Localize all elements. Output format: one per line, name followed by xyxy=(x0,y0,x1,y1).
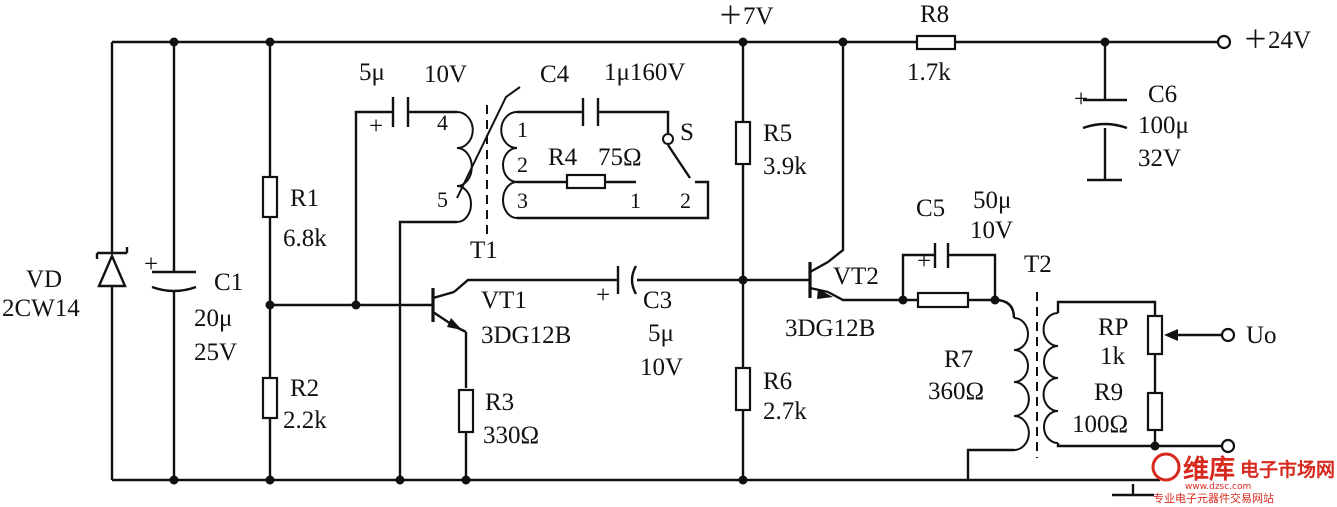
t1-name: T1 xyxy=(470,237,498,264)
c4-value: 1μ160V xyxy=(604,59,685,86)
resistor-r4 xyxy=(565,173,607,190)
t1-pin-5: 5 xyxy=(437,187,448,212)
resistor-r5 xyxy=(734,120,752,166)
r8-value: 1.7k xyxy=(907,59,951,86)
capacitor-c1 xyxy=(151,270,197,293)
vt1-name: VT1 xyxy=(481,287,527,314)
terminal-24v xyxy=(1216,34,1232,50)
supply-7v-label: ＋7V xyxy=(718,3,774,30)
t1-pin-4: 4 xyxy=(437,110,448,135)
watermark-site-text: 电子市场网 xyxy=(1240,458,1335,481)
r9-value: 100Ω xyxy=(1072,411,1128,438)
t1-pin-sec-1: 1 xyxy=(517,117,528,142)
vt2-part: 3DG12B xyxy=(785,315,875,342)
r4-value: 75Ω xyxy=(598,144,642,171)
zener-diode-vd xyxy=(95,247,129,288)
switch-s xyxy=(662,133,674,145)
capacitor-c2 xyxy=(391,97,410,127)
capacitor-c4 xyxy=(581,98,600,126)
r3-name: R3 xyxy=(485,389,514,416)
r6-value: 2.7k xyxy=(763,398,807,425)
transistor-vt2 xyxy=(808,260,833,299)
r7-value: 360Ω xyxy=(928,378,984,405)
resistor-r8 xyxy=(915,34,957,51)
wires xyxy=(110,40,1222,497)
resistor-r9 xyxy=(1146,391,1164,432)
c3-volt: 10V xyxy=(640,354,683,381)
c2-plus: + xyxy=(369,113,383,140)
switch-pin-2: 2 xyxy=(680,188,691,213)
terminal-uo xyxy=(1220,327,1236,343)
c2-volt: 10V xyxy=(424,61,467,88)
transformer-t2 xyxy=(1013,292,1059,458)
resistor-r2 xyxy=(261,376,279,420)
output-uo-label: Uo xyxy=(1246,322,1277,349)
watermark-emblem-icon xyxy=(1151,452,1181,482)
transistor-vt1 xyxy=(431,288,467,334)
t2-name: T2 xyxy=(1024,251,1052,278)
vt1-part: 3DG12B xyxy=(481,322,571,349)
c2-cap: 5μ xyxy=(359,59,385,86)
c1-plus: + xyxy=(144,251,158,278)
switch-s-label: S xyxy=(680,119,694,146)
junction-dots xyxy=(169,37,1160,485)
r1-name: R1 xyxy=(290,185,319,212)
terminal-ground-out xyxy=(1220,438,1236,454)
c6-cap: 100μ xyxy=(1138,112,1189,139)
c5-plus: + xyxy=(917,248,931,275)
r9-name: R9 xyxy=(1094,379,1123,406)
c6-volt: 32V xyxy=(1138,145,1181,172)
r2-name: R2 xyxy=(290,375,319,402)
resistor-r1 xyxy=(261,175,279,219)
vt2-name: VT2 xyxy=(833,263,879,290)
capacitor-c5 xyxy=(933,243,950,268)
r2-value: 2.2k xyxy=(283,407,327,434)
supply-24v-label: ＋24V xyxy=(1243,27,1311,54)
c1-volt: 25V xyxy=(194,339,237,366)
c1-cap: 20μ xyxy=(194,305,232,332)
t1-pin-sec-3: 3 xyxy=(517,188,528,213)
r3-value: 330Ω xyxy=(483,422,539,449)
watermark-logo-text: 维库 xyxy=(1183,454,1235,485)
c6-name: C6 xyxy=(1148,81,1177,108)
watermark-logo: 维库 电子市场网 www.dzsc.com 专业电子元器件交易网站 xyxy=(1151,452,1335,505)
r1-value: 6.8k xyxy=(283,225,327,252)
transformer-t1 xyxy=(456,86,521,235)
c4-name: C4 xyxy=(540,61,570,88)
rp-name: RP xyxy=(1098,314,1129,341)
c3-name: C3 xyxy=(643,287,672,314)
resistor-r3 xyxy=(457,388,475,434)
rp-value: 1k xyxy=(1100,343,1126,370)
watermark-tagline: 专业电子元器件交易网站 xyxy=(1153,491,1274,505)
r8-name: R8 xyxy=(920,1,949,28)
c1-name: C1 xyxy=(214,269,243,296)
vd-name: VD xyxy=(26,266,62,293)
r5-name: R5 xyxy=(763,120,792,147)
r4-name: R4 xyxy=(548,144,578,171)
vd-part: 2CW14 xyxy=(2,295,80,322)
r5-value: 3.9k xyxy=(763,153,807,180)
t1-pin-sec-2: 2 xyxy=(517,152,528,177)
resistor-r6 xyxy=(734,366,752,412)
r7-name: R7 xyxy=(944,346,973,373)
potentiometer-rp xyxy=(1146,314,1178,356)
c3-cap: 5μ xyxy=(648,320,674,347)
c5-name: C5 xyxy=(916,195,945,222)
capacitor-c3 xyxy=(616,265,638,295)
capacitor-c6 xyxy=(1082,98,1128,130)
switch-pin-1: 1 xyxy=(630,188,641,213)
c6-plus: + xyxy=(1074,86,1088,113)
c5-cap: 50μ xyxy=(973,187,1011,214)
resistor-r7-series xyxy=(916,291,970,309)
c5-volt: 10V xyxy=(970,217,1013,244)
c3-plus: + xyxy=(596,282,610,309)
r6-name: R6 xyxy=(763,368,792,395)
watermark-url: www.dzsc.com xyxy=(1185,482,1251,492)
